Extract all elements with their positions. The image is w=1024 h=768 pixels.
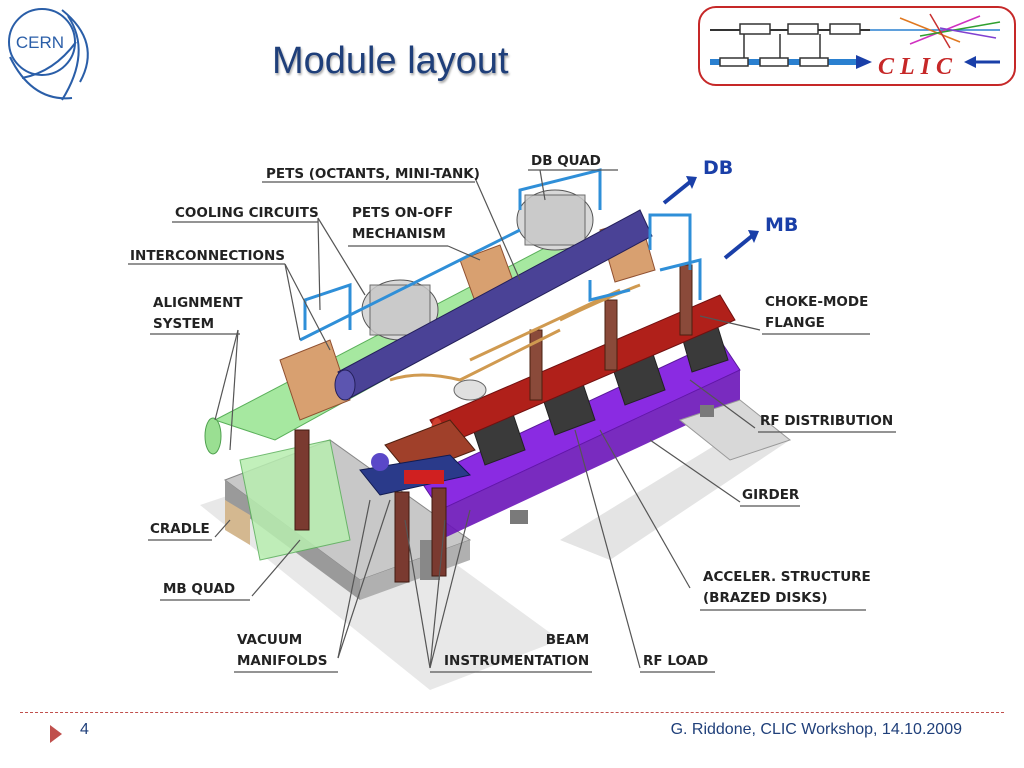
leader-pets bbox=[474, 177, 521, 281]
leader-vacuum-2 bbox=[337, 499, 391, 659]
leader-rf-distribution bbox=[689, 379, 756, 429]
label-acceler-line1: ACCELER. STRUCTURE bbox=[703, 569, 871, 585]
mb-quad-red bbox=[404, 470, 444, 484]
leader-beam-1 bbox=[404, 519, 431, 669]
pets-tanks bbox=[361, 189, 594, 401]
label-vacuum-line1: VACUUM bbox=[237, 632, 303, 648]
alignment-end bbox=[204, 417, 222, 455]
girder-face bbox=[440, 370, 740, 540]
label-vacuum: VACUUM MANIFOLDS bbox=[237, 630, 327, 672]
leader-alignment-2 bbox=[229, 329, 239, 451]
label-mb-quad: MB QUAD bbox=[163, 581, 236, 597]
leader-interconnections-1 bbox=[284, 263, 301, 341]
leader-acceler bbox=[599, 429, 691, 589]
label-choke-line1: CHOKE-MODE bbox=[765, 294, 869, 310]
cradle-pad bbox=[225, 500, 250, 545]
label-pets-onoff: PETS ON-OFF MECHANISM bbox=[352, 203, 453, 245]
label-db-quad: DB QUAD bbox=[531, 153, 601, 169]
leader-db-quad bbox=[539, 169, 546, 201]
label-choke-line2: FLANGE bbox=[765, 315, 825, 331]
label-rf-distribution: RF DISTRIBUTION bbox=[760, 413, 894, 429]
label-alignment-line1: ALIGNMENT bbox=[153, 295, 243, 311]
leader-cradle bbox=[214, 519, 231, 538]
leader-beam-2 bbox=[429, 519, 446, 669]
label-choke: CHOKE-MODE FLANGE bbox=[765, 292, 868, 334]
label-beam: BEAM INSTRUMENTATION bbox=[444, 630, 589, 672]
mb-quad-end bbox=[371, 453, 389, 471]
cern-logo-text: CERN bbox=[16, 33, 64, 52]
cooling-circuits bbox=[299, 168, 702, 342]
footer-divider bbox=[20, 712, 1004, 713]
label-interconnections: INTERCONNECTIONS bbox=[130, 248, 285, 264]
label-alignment: ALIGNMENT SYSTEM bbox=[153, 293, 243, 335]
leader-girder bbox=[649, 439, 741, 503]
front-legs bbox=[294, 429, 310, 531]
leader-cooling-2 bbox=[317, 217, 321, 311]
cern-logo: CERN bbox=[8, 8, 89, 101]
clic-logo-text: CLIC bbox=[878, 54, 959, 80]
label-db: DB bbox=[703, 157, 734, 179]
floor-plate-right bbox=[560, 430, 790, 560]
label-pets: PETS (OCTANTS, MINI-TANK) bbox=[266, 166, 480, 182]
label-mb: MB bbox=[765, 214, 799, 236]
label-acceler: ACCELER. STRUCTURE (BRAZED DISKS) bbox=[703, 567, 871, 609]
leader-pets-onoff bbox=[447, 245, 481, 261]
floor-box-right bbox=[700, 405, 714, 417]
mb-quad-legs bbox=[394, 487, 447, 583]
page-title: Module layout bbox=[272, 40, 509, 82]
leader-mb-quad bbox=[251, 539, 301, 597]
floor-box bbox=[510, 510, 528, 524]
label-rf-load: RF LOAD bbox=[643, 653, 709, 669]
label-pets-onoff-line2: MECHANISM bbox=[352, 226, 446, 242]
footer-arrow-icon bbox=[50, 725, 62, 743]
label-cradle: CRADLE bbox=[150, 521, 210, 537]
label-cooling: COOLING CIRCUITS bbox=[175, 205, 319, 221]
copper-lines bbox=[389, 283, 641, 382]
label-alignment-line2: SYSTEM bbox=[153, 316, 215, 332]
callout-lines bbox=[128, 169, 896, 673]
page-number: 4 bbox=[80, 721, 89, 738]
leader-vacuum-1 bbox=[337, 499, 371, 659]
label-beam-line2: INSTRUMENTATION bbox=[444, 653, 590, 669]
leader-alignment-1 bbox=[214, 329, 239, 421]
label-vacuum-line2: MANIFOLDS bbox=[237, 653, 328, 669]
label-girder: GIRDER bbox=[742, 487, 800, 503]
label-beam-line1: BEAM bbox=[545, 632, 590, 648]
leader-choke bbox=[699, 315, 761, 331]
leader-interconnections-2 bbox=[284, 263, 331, 351]
db-beam-tube-end bbox=[334, 369, 356, 401]
leader-rf-load bbox=[574, 429, 641, 669]
leader-beam-3 bbox=[429, 509, 471, 669]
module-diagram bbox=[128, 168, 896, 690]
footer-credit: G. Riddone, CLIC Workshop, 14.10.2009 bbox=[670, 721, 962, 738]
clic-logo-graphic bbox=[710, 13, 1001, 69]
clic-logo: CLIC bbox=[698, 6, 1016, 86]
label-acceler-line2: (BRAZED DISKS) bbox=[703, 590, 828, 606]
label-pets-onoff-line1: PETS ON-OFF bbox=[352, 205, 454, 221]
leader-cooling-1 bbox=[317, 217, 366, 296]
acceler-structures bbox=[529, 264, 693, 401]
beam-arrows bbox=[662, 176, 759, 260]
